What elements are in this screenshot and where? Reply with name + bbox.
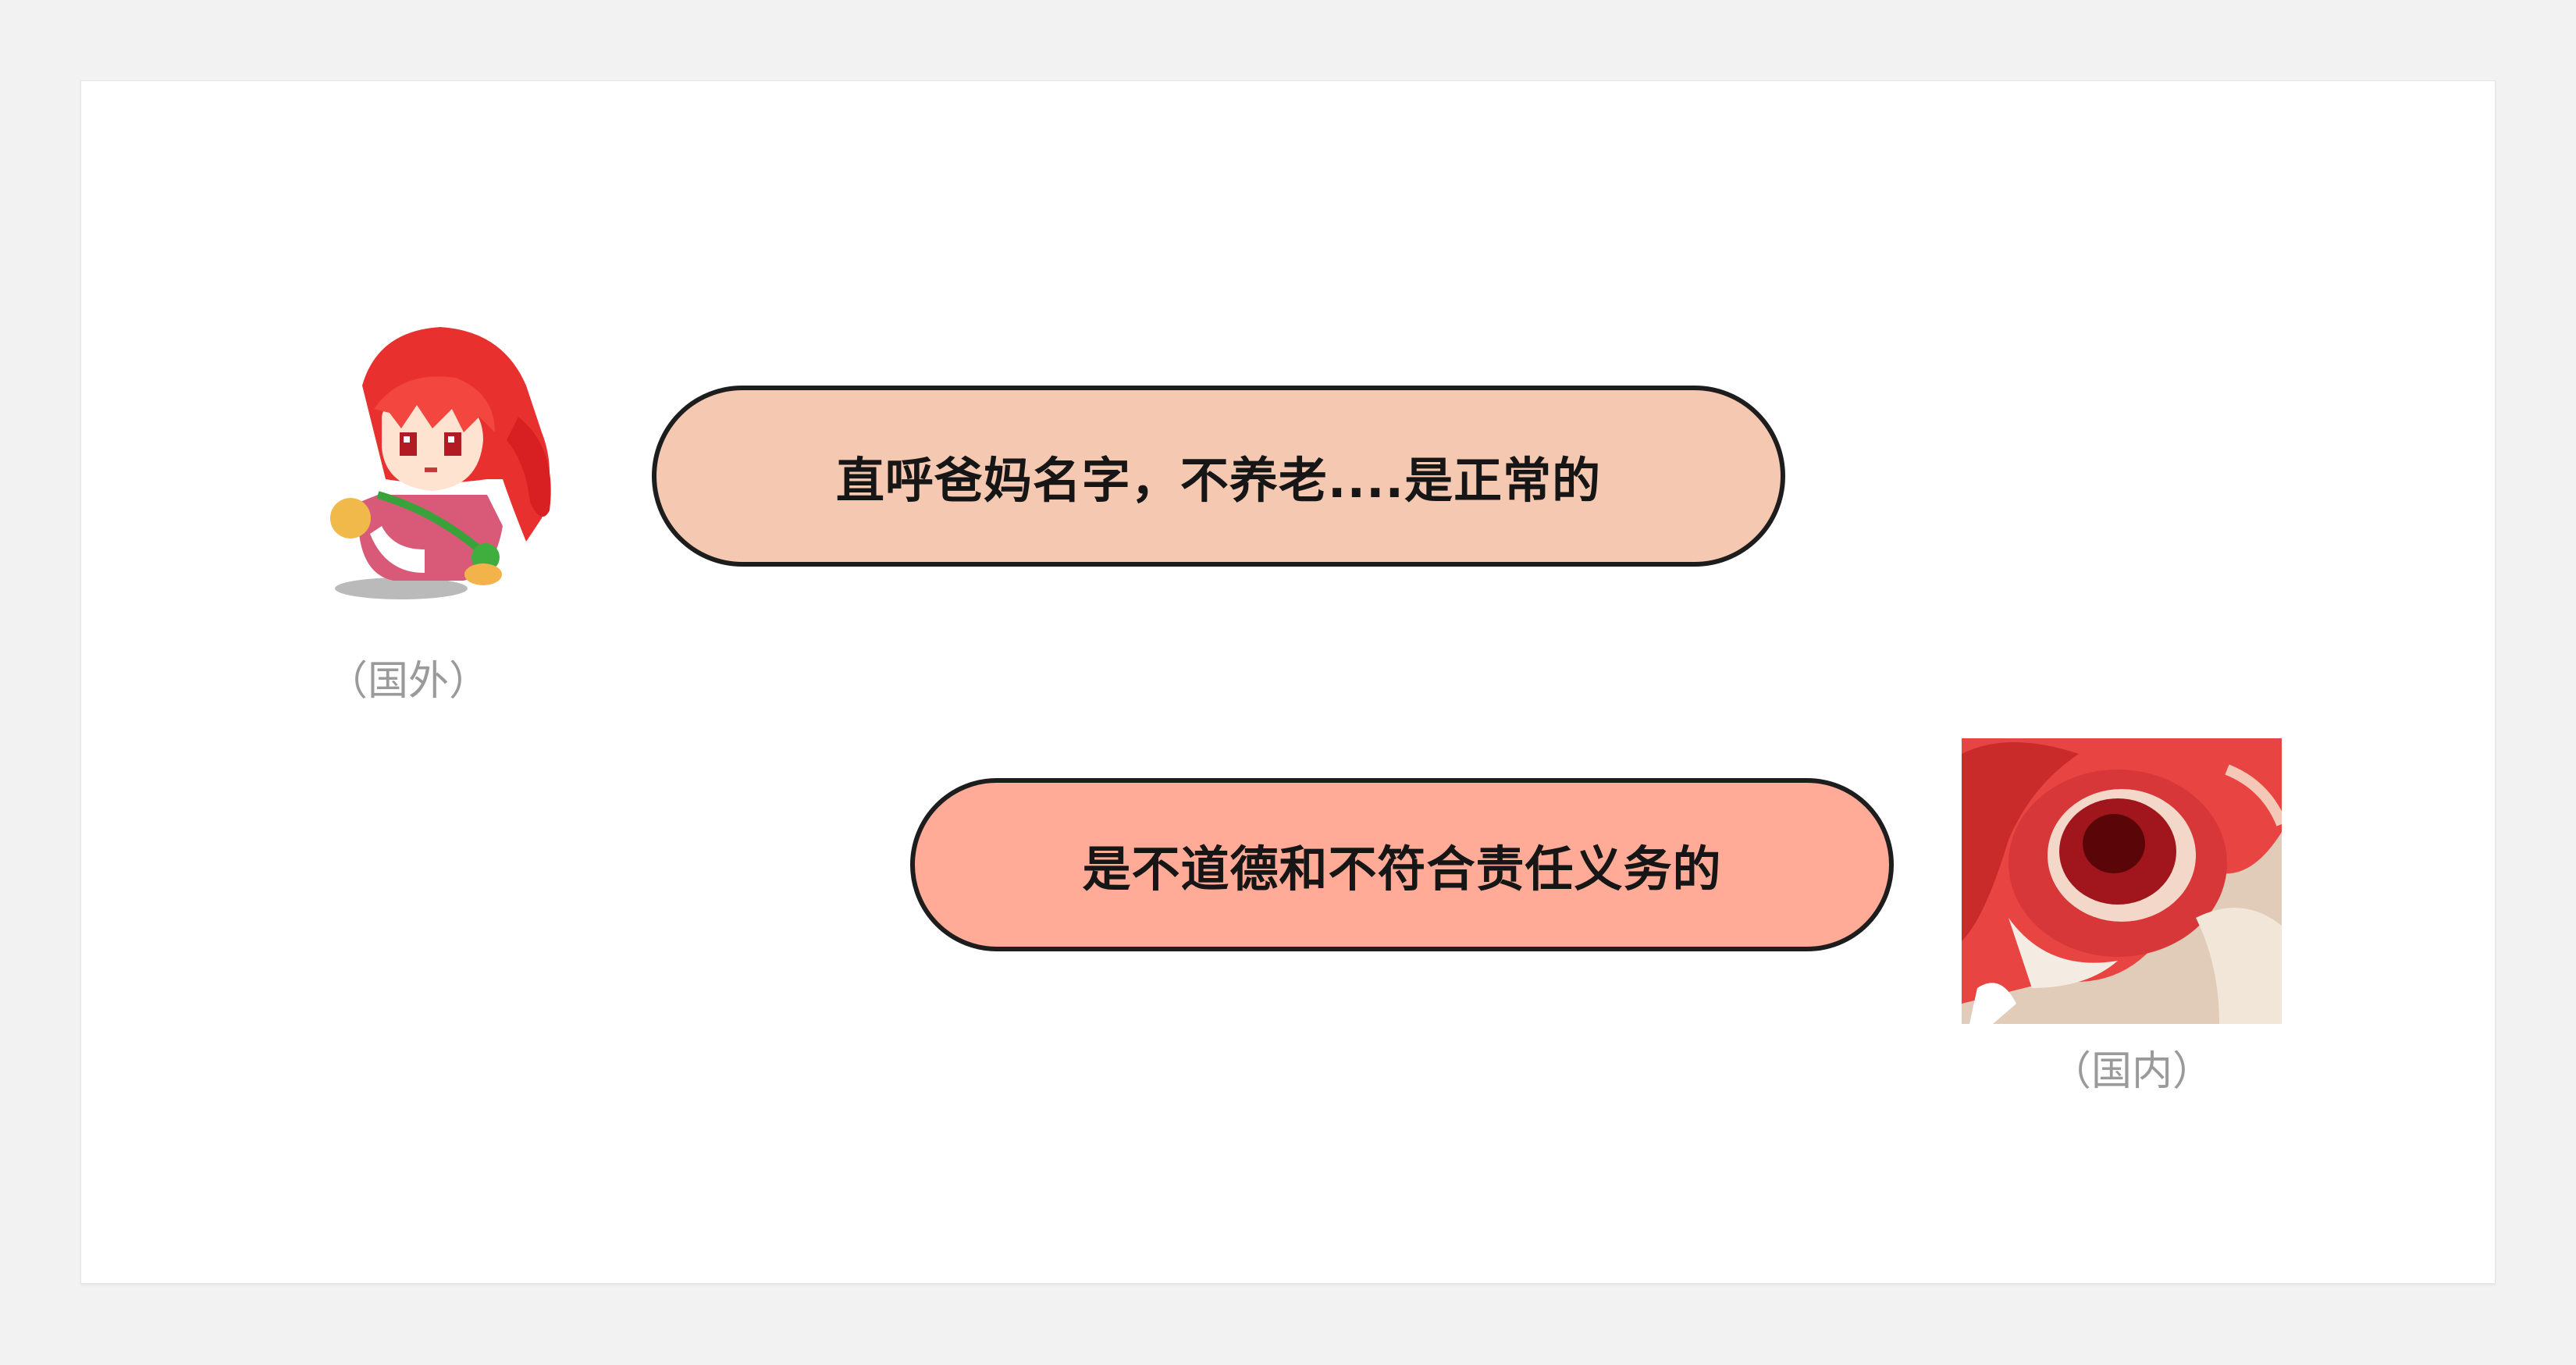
speech-bubble-foreign: 直呼爸妈名字，不养老....是正常的: [652, 386, 1785, 567]
meme-card: （国外） 直呼爸妈名字，不养老....是正常的 （国内） 是不道德和不符合责任义…: [80, 80, 2496, 1284]
speech-bubble-domestic: 是不道德和不符合责任义务的: [910, 778, 1894, 951]
bubble-text-domestic: 是不道德和不符合责任义务的: [1082, 841, 1722, 898]
caption-domestic: （国内）: [2051, 1048, 2214, 1095]
caption-foreign: （国外）: [327, 658, 490, 705]
zoomed-red-hair-face-icon: [1962, 738, 2282, 1024]
pixel-chibi-red-hair-girl-icon: [308, 323, 565, 612]
bubble-text-foreign: 直呼爸妈名字，不养老....是正常的: [835, 452, 1602, 509]
